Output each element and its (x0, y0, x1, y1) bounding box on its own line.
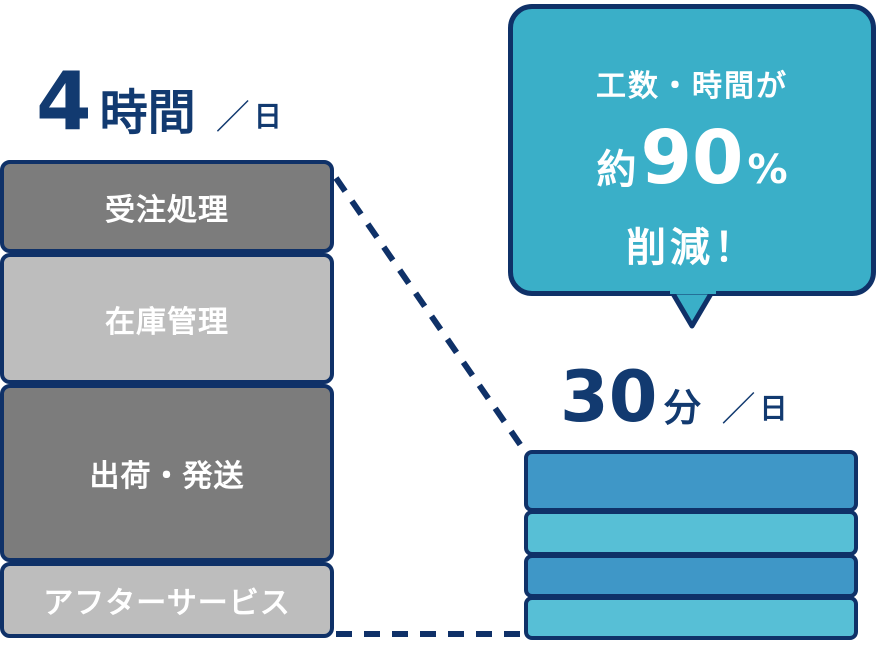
bubble-tail (669, 288, 716, 329)
bubble-approx: 約 (596, 147, 637, 193)
right-per-day: ／ 日 (721, 382, 787, 431)
bubble-percent-sign: % (747, 147, 788, 193)
top-dashed-connector (333, 176, 527, 452)
reduced-block-3 (524, 554, 858, 598)
task-block-inventory: 在庫管理 (0, 253, 334, 384)
task-label: 出荷・発送 (89, 459, 245, 494)
right-duration-number: 30 (560, 356, 658, 438)
bubble-percentage: 約 90 % (513, 121, 871, 195)
bubble-number: 90 (640, 115, 744, 201)
task-label: 受注処理 (105, 192, 229, 228)
right-duration-unit: 分 (663, 386, 702, 430)
right-duration-heading: 30 分 ／ 日 (560, 362, 787, 432)
task-label: アフターサービス (43, 586, 291, 621)
reduced-block-4 (524, 596, 858, 640)
reduced-block-1 (524, 450, 858, 512)
right-day: 日 (759, 391, 788, 425)
task-block-order-processing: 受注処理 (0, 160, 334, 253)
reduction-speech-bubble: 工数・時間が 約 90 % 削減！ (508, 4, 876, 296)
left-duration-unit: 時間 (99, 85, 196, 141)
task-label: 在庫管理 (105, 304, 229, 340)
bubble-line-work-hours: 工数・時間が (596, 69, 788, 104)
left-slash: ／ (215, 98, 250, 138)
right-slash: ／ (721, 390, 756, 430)
left-per-day: ／ 日 (216, 90, 282, 139)
bubble-line-reduction: 削減！ (626, 225, 758, 271)
left-duration-number: 4 (36, 55, 92, 148)
left-duration-heading: 4 時間 ／ 日 (36, 62, 282, 143)
task-block-shipping: 出荷・発送 (0, 384, 334, 562)
reduced-block-2 (524, 510, 858, 556)
left-day: 日 (253, 99, 282, 133)
task-block-after-service: アフターサービス (0, 562, 334, 638)
